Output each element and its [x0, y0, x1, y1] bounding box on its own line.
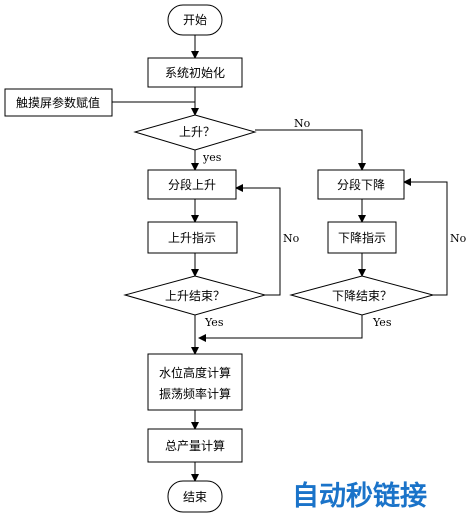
- edge-fall-end-no: [403, 178, 448, 296]
- fall-indicate-label: 下降指示: [338, 230, 386, 245]
- end-terminal: 结束: [167, 480, 223, 513]
- watermark-logo: 自动秒链接: [292, 480, 427, 512]
- rise-end-decision-label: 上升结束？: [165, 289, 225, 303]
- end-label: 结束: [183, 490, 207, 504]
- fall-end-yes-label: Yes: [372, 316, 392, 329]
- start-label: 开始: [183, 13, 207, 27]
- calc-process: 水位高度计算 振荡频率计算: [147, 353, 243, 411]
- fall-end-no-label: No: [450, 232, 467, 245]
- fall-stage-process: 分段下降: [317, 169, 405, 200]
- fall-stage-label: 分段下降: [337, 177, 385, 192]
- calc-label-line1: 水位高度计算: [159, 365, 231, 380]
- rise-end-no-label: No: [283, 232, 300, 245]
- rise-end-decision: 上升结束？: [123, 275, 267, 316]
- fall-end-decision-label: 下降结束？: [332, 289, 392, 303]
- rise-yes-label: yes: [202, 151, 222, 164]
- rise-indicate-process: 上升指示: [147, 221, 238, 254]
- total-output-label: 总产量计算: [165, 438, 225, 453]
- start-terminal: 开始: [167, 4, 223, 36]
- calc-label-line2: 振荡频率计算: [159, 386, 231, 401]
- edge-rise-end-no: [235, 184, 281, 296]
- rise-decision-label: 上升？: [179, 125, 215, 139]
- init-process: 系统初始化: [147, 57, 243, 88]
- touch-params-box: 触摸屏参数赋值: [4, 88, 113, 117]
- total-output-process: 总产量计算: [147, 428, 243, 463]
- rise-indicate-label: 上升指示: [168, 230, 216, 245]
- rise-stage-label: 分段上升: [168, 177, 216, 192]
- rise-decision: 上升？: [133, 114, 257, 151]
- edge-fall-end-yes: [198, 315, 363, 342]
- fall-end-decision: 下降结束？: [289, 275, 435, 316]
- rise-stage-process: 分段上升: [147, 169, 237, 200]
- touch-params-label: 触摸屏参数赋值: [16, 95, 100, 110]
- rise-no-label: No: [294, 117, 311, 130]
- connectors: [112, 35, 448, 482]
- rise-end-yes-label: Yes: [204, 316, 224, 329]
- edge-decision-no: [255, 129, 366, 171]
- fall-indicate-process: 下降指示: [327, 221, 397, 254]
- init-label: 系统初始化: [165, 66, 225, 80]
